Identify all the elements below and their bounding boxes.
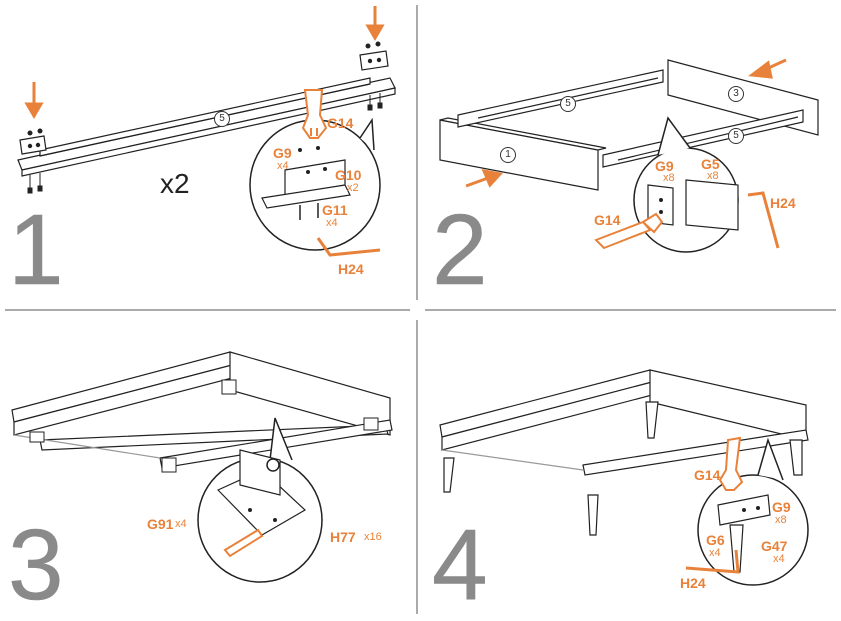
step-2-drawing	[439, 58, 819, 253]
screwdriver-icon	[223, 528, 264, 558]
detail-magnifier	[697, 437, 809, 586]
step-3-panel: 3	[0, 310, 417, 619]
callout-code: H24	[770, 195, 796, 211]
step-number: 1	[8, 194, 64, 306]
callout-code: G9	[772, 499, 791, 515]
callout-code: G47	[761, 538, 788, 554]
wrench-icon	[301, 89, 328, 139]
callout-code: G14	[594, 212, 621, 228]
panel-front	[439, 117, 607, 191]
arrow-left-icon	[748, 58, 787, 79]
arrow-right-icon	[465, 169, 503, 188]
hex-key-icon	[747, 191, 780, 249]
step-number: 3	[8, 509, 64, 621]
callout-code: G14	[694, 467, 721, 483]
callout-code: G10	[335, 167, 362, 183]
callout-qty: x16	[364, 531, 382, 543]
callout-qty: x8	[663, 172, 675, 184]
legs	[443, 401, 803, 536]
step-3-drawing	[11, 351, 393, 583]
part-label-circle: 5	[214, 111, 230, 127]
hex-key-icon	[685, 549, 740, 574]
callout-qty: x4	[175, 518, 187, 530]
callout-qty: x4	[326, 217, 338, 229]
callout-code: H77	[330, 529, 356, 545]
step-1-panel: 1 x2	[0, 0, 417, 310]
callout-code: G9	[273, 145, 292, 161]
detail-magnifier	[249, 117, 381, 251]
step-1-drawing	[17, 6, 396, 257]
bracket-right	[359, 50, 389, 71]
callout-qty: x8	[775, 514, 787, 526]
part-label-circle: 5	[728, 128, 744, 144]
step-number: 2	[432, 194, 488, 306]
rail-right	[602, 109, 804, 168]
wrench-icon	[718, 436, 744, 491]
bed-frame	[11, 351, 393, 469]
callout-qty: x8	[707, 170, 719, 182]
multiplier-label: x2	[160, 168, 190, 199]
step-4-drawing	[439, 369, 809, 586]
callout-code: G11	[322, 202, 348, 218]
step-number: 4	[432, 509, 488, 621]
wrench-icon	[594, 212, 664, 250]
side-rail	[17, 77, 396, 177]
callout-qty: x4	[277, 160, 289, 172]
callout-code: H24	[680, 575, 706, 591]
callout-code: G9	[655, 158, 674, 174]
hex-key-icon	[316, 237, 381, 257]
callout-code: G6	[706, 532, 725, 548]
part-label-circle: 1	[500, 147, 516, 163]
arrow-down-icon	[24, 82, 44, 119]
callout-code: H24	[338, 261, 364, 277]
bracket-left	[19, 135, 47, 155]
callout-qty: x2	[347, 182, 359, 194]
arrow-down-icon	[365, 6, 385, 41]
bed-frame	[439, 369, 809, 476]
callout-code: G91	[147, 516, 174, 532]
part-label-circle: 3	[728, 86, 744, 102]
part-label-circle: 5	[560, 96, 576, 112]
screws-left	[27, 128, 43, 194]
step-2-panel: 2	[418, 0, 841, 310]
corner-brackets	[29, 379, 379, 473]
step-4-panel: 4	[418, 310, 841, 619]
screws-right	[365, 41, 383, 111]
callout-code: G5	[701, 156, 720, 172]
callout-code: G14	[327, 115, 354, 131]
callout-qty: x4	[709, 547, 721, 559]
callout-qty: x4	[773, 553, 785, 565]
